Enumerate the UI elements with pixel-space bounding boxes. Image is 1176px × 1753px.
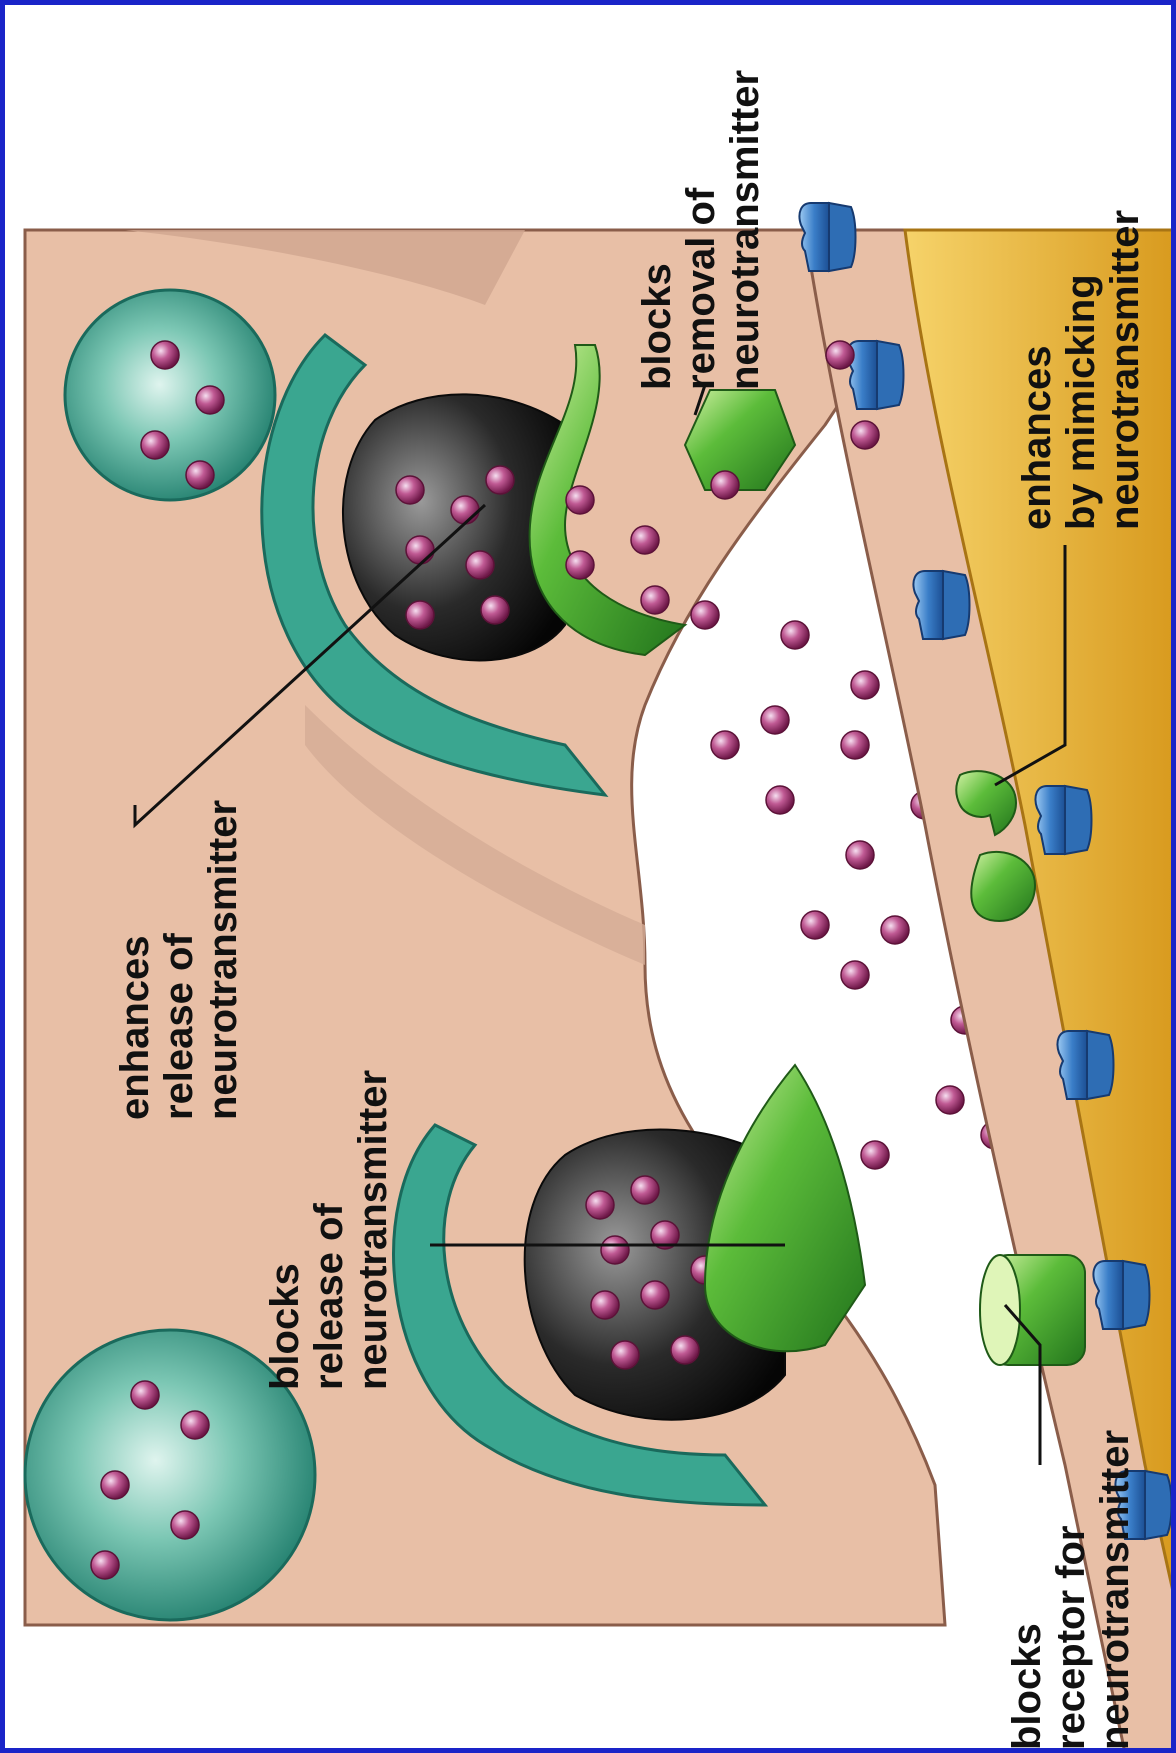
release-blocker-drug (705, 1065, 865, 1351)
label-blocks-receptor: blocks receptor for neurotransmitter (1005, 1430, 1137, 1750)
receptor-blocker-drug (980, 1255, 1085, 1365)
label-enhances-release: enhances release of neurotransmitter (113, 800, 245, 1120)
synaptic-vesicle (65, 290, 275, 500)
label-blocks-removal: blocks removal of neurotransmitter (635, 70, 767, 390)
label-blocks-release: blocks release of neurotransmitter (263, 1070, 395, 1390)
label-enhances-mimicking: enhances by mimicking neurotransmitter (1015, 210, 1147, 530)
